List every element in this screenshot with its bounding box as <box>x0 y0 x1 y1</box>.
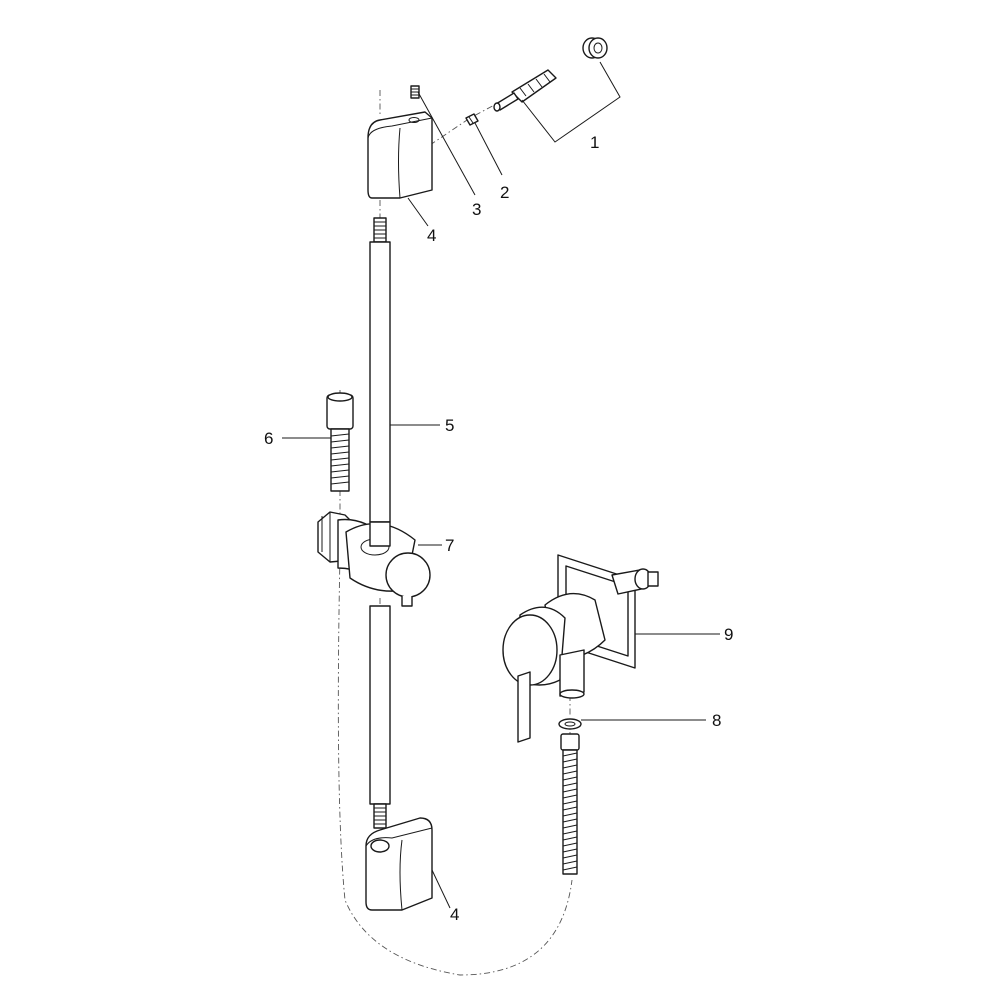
callout-8: 8 <box>712 711 721 730</box>
mixer-lever <box>517 671 531 743</box>
rail-lower-tube <box>369 605 391 805</box>
callout-5: 5 <box>445 416 454 435</box>
mounting-screw <box>493 92 519 112</box>
callout-2: 2 <box>500 183 509 202</box>
lower-wall-bracket <box>365 817 433 911</box>
mixer-wall-outlet <box>502 554 659 743</box>
upper-wall-bracket <box>367 111 433 199</box>
callout-3: 3 <box>472 200 481 219</box>
outlet-elbow <box>559 649 585 699</box>
leader-lines <box>282 61 720 909</box>
callout-7: 7 <box>445 536 454 555</box>
wall-plug <box>511 69 557 103</box>
wall-anchor-assembly <box>493 37 608 112</box>
rail-bottom-thread <box>373 803 387 829</box>
callout-6: 6 <box>264 429 273 448</box>
rail-upper-tube <box>369 241 391 523</box>
hose-connector <box>326 392 354 492</box>
shower-hose <box>560 733 580 875</box>
nut <box>465 113 479 126</box>
slider-holder <box>317 511 431 607</box>
rail-top-thread <box>373 217 387 243</box>
set-screw <box>410 85 420 99</box>
slide-rail <box>369 217 391 829</box>
cover-cap <box>582 37 608 59</box>
callout-4-bottom: 4 <box>450 905 459 924</box>
washer <box>558 718 582 730</box>
callout-9: 9 <box>724 625 733 644</box>
mixer-inlet-stub <box>611 568 659 595</box>
callout-4-top: 4 <box>427 226 436 245</box>
callout-labels: 1 2 3 4 5 6 7 9 8 4 <box>264 133 733 924</box>
callout-1: 1 <box>590 133 599 152</box>
